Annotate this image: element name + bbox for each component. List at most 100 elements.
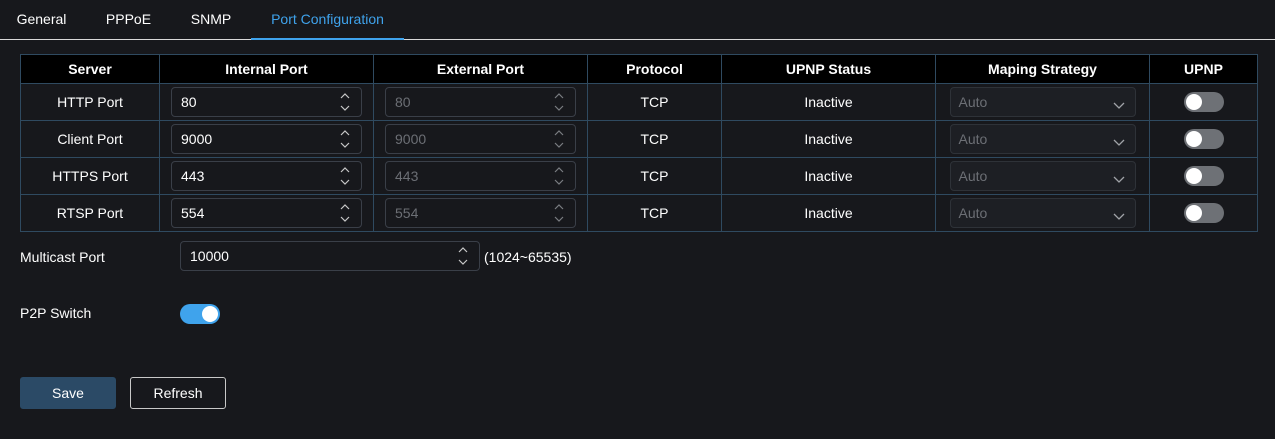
internal-port-value: 9000 (181, 131, 213, 147)
mapping-strategy-select[interactable]: Auto (949, 198, 1136, 228)
multicast-port-range-hint: (1024~65535) (484, 249, 572, 265)
save-button[interactable]: Save (20, 377, 116, 409)
mapping-strategy-select[interactable]: Auto (949, 124, 1136, 154)
internal-port-stepper[interactable] (339, 202, 351, 224)
protocol-cell: TCP (587, 120, 722, 158)
internal-port-stepper[interactable] (339, 165, 351, 187)
external-port-stepper (553, 165, 565, 187)
external-port-value: 9000 (395, 131, 427, 147)
external-port-cell: 9000 (373, 120, 588, 158)
stepper-arrows-icon (340, 130, 350, 148)
refresh-button[interactable]: Refresh (130, 377, 226, 409)
tab-pppoe[interactable]: PPPoE (105, 11, 152, 27)
mapping-strategy-value: Auto (958, 205, 988, 221)
external-port-input: 80 (385, 87, 576, 117)
tab-general[interactable]: General (16, 11, 67, 27)
p2p-switch-label: P2P Switch (20, 305, 92, 321)
external-port-input: 443 (385, 161, 576, 191)
p2p-switch-toggle[interactable] (180, 304, 220, 324)
column-header-internal-port: Internal Port (159, 54, 374, 84)
external-port-cell: 443 (373, 157, 588, 195)
server-name-cell: Client Port (20, 120, 160, 158)
stepper-arrows-icon (340, 93, 350, 111)
upnp-status-cell: Inactive (721, 120, 936, 158)
upnp-toggle[interactable] (1183, 203, 1224, 223)
stepper-arrows-icon (554, 167, 564, 185)
internal-port-input[interactable]: 443 (171, 161, 362, 191)
mapping-strategy-value: Auto (958, 168, 988, 184)
external-port-input: 554 (385, 198, 576, 228)
external-port-input: 9000 (385, 124, 576, 154)
protocol-cell: TCP (587, 83, 722, 121)
external-port-value: 443 (395, 168, 419, 184)
mapping-strategy-value: Auto (958, 94, 988, 110)
chevron-down-icon (1113, 102, 1124, 109)
external-port-stepper (553, 202, 565, 224)
upnp-toggle[interactable] (1183, 92, 1224, 112)
toggle-knob (202, 306, 218, 322)
internal-port-stepper[interactable] (339, 91, 351, 113)
internal-port-stepper[interactable] (339, 128, 351, 150)
internal-port-value: 443 (181, 168, 205, 184)
internal-port-cell: 554 (159, 194, 374, 232)
upnp-cell (1149, 157, 1258, 195)
chevron-down-icon (1113, 213, 1124, 220)
external-port-value: 80 (395, 94, 411, 110)
column-header-upnp-status: UPNP Status (721, 54, 936, 84)
internal-port-input[interactable]: 554 (171, 198, 362, 228)
server-name-cell: HTTPS Port (20, 157, 160, 195)
internal-port-value: 554 (181, 205, 205, 221)
multicast-port-input[interactable]: 10000 (180, 241, 480, 271)
tab-snmp[interactable]: SNMP (190, 11, 232, 27)
stepper-arrows-icon (458, 247, 468, 265)
internal-port-cell: 80 (159, 83, 374, 121)
internal-port-input[interactable]: 80 (171, 87, 362, 117)
mapping-strategy-cell: Auto (935, 83, 1150, 121)
upnp-cell (1149, 194, 1258, 232)
stepper-arrows-icon (340, 204, 350, 222)
toggle-knob (1185, 94, 1202, 110)
stepper-arrows-icon (554, 93, 564, 111)
server-name-cell: RTSP Port (20, 194, 160, 232)
stepper-arrows-icon (554, 204, 564, 222)
mapping-strategy-cell: Auto (935, 157, 1150, 195)
external-port-value: 554 (395, 205, 419, 221)
upnp-cell (1149, 83, 1258, 121)
column-header-server: Server (20, 54, 160, 84)
mapping-strategy-select[interactable]: Auto (949, 161, 1136, 191)
multicast-port-stepper[interactable] (457, 245, 469, 267)
tab-port-configuration[interactable]: Port Configuration (251, 0, 404, 40)
column-header-protocol: Protocol (587, 54, 722, 84)
multicast-port-value: 10000 (190, 248, 229, 264)
internal-port-input[interactable]: 9000 (171, 124, 362, 154)
stepper-arrows-icon (340, 167, 350, 185)
column-header-upnp: UPNP (1149, 54, 1258, 84)
upnp-toggle[interactable] (1183, 129, 1224, 149)
toggle-knob (1185, 131, 1202, 147)
tab-bar: General PPPoE SNMP Port Configuration (0, 0, 1275, 40)
column-header-external-port: External Port (373, 54, 588, 84)
table-header-row: Server Internal Port External Port Proto… (20, 54, 1258, 84)
toggle-knob (1185, 168, 1202, 184)
internal-port-value: 80 (181, 94, 197, 110)
stepper-arrows-icon (554, 130, 564, 148)
mapping-strategy-select[interactable]: Auto (949, 87, 1136, 117)
toggle-knob (1185, 205, 1202, 221)
internal-port-cell: 443 (159, 157, 374, 195)
external-port-stepper (553, 128, 565, 150)
upnp-toggle[interactable] (1183, 166, 1224, 186)
server-name-cell: HTTP Port (20, 83, 160, 121)
protocol-cell: TCP (587, 194, 722, 232)
upnp-cell (1149, 120, 1258, 158)
upnp-status-cell: Inactive (721, 83, 936, 121)
internal-port-cell: 9000 (159, 120, 374, 158)
mapping-strategy-cell: Auto (935, 120, 1150, 158)
mapping-strategy-cell: Auto (935, 194, 1150, 232)
external-port-cell: 80 (373, 83, 588, 121)
upnp-status-cell: Inactive (721, 157, 936, 195)
multicast-port-label: Multicast Port (20, 249, 105, 265)
